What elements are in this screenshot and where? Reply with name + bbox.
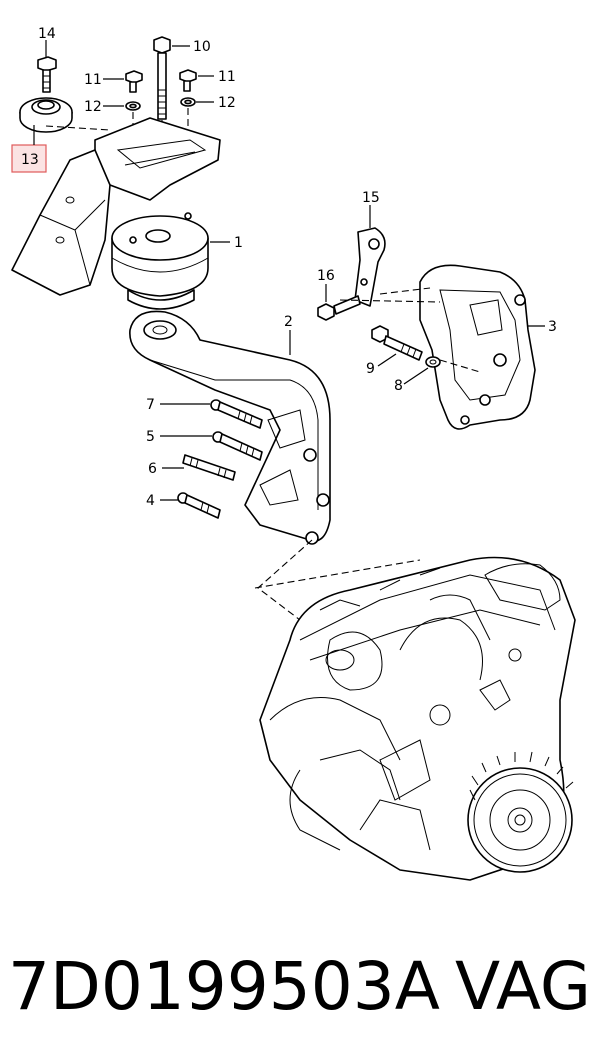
callout-13: 13: [21, 152, 39, 168]
part-8-washer: [425, 356, 441, 368]
callout-5: 5: [146, 429, 155, 445]
callout-10: 10: [193, 39, 211, 55]
part-10-long-bolt: [153, 36, 171, 120]
part-16-bolt: [317, 295, 361, 321]
callout-1: 1: [234, 235, 243, 251]
engine-support-bracket: [11, 117, 221, 296]
callout-11-right: 11: [218, 69, 236, 85]
callout-9: 9: [366, 361, 375, 377]
part-3-gearbox-bracket: [419, 264, 536, 430]
part-2-torque-arm: [129, 310, 331, 545]
callout-11-left: 11: [84, 72, 102, 88]
part-11-nut-left: [125, 70, 143, 93]
part-12-washer-left: [125, 101, 141, 111]
part-9-bolt: [371, 325, 423, 361]
part-11-nut-right: [179, 69, 197, 92]
part-13-bushing: [19, 97, 73, 133]
footer: 7D0199503A VAG: [0, 930, 600, 1057]
part-4-bolt: [177, 492, 221, 519]
callout-3: 3: [548, 319, 557, 335]
part-12-washer-right: [180, 97, 196, 107]
callout-2: 2: [284, 314, 293, 330]
brand-name: VAG: [455, 948, 592, 1025]
callout-4: 4: [146, 493, 155, 509]
part-number: 7D0199503A: [8, 948, 440, 1025]
part-1-engine-mount: [111, 212, 209, 310]
callout-8: 8: [394, 378, 403, 394]
part-6-stud: [182, 454, 236, 481]
callout-14: 14: [38, 26, 56, 42]
engine-assembly: [259, 556, 576, 881]
callout-7: 7: [146, 397, 155, 413]
callout-13-highlight: [11, 144, 47, 173]
part-15-plate: [354, 227, 386, 307]
engine-mount-exploded-diagram: 14 13 10 11 11 12 12 1 2 15 16 3 9 8 7 5…: [11, 26, 576, 881]
part-5-bolt: [212, 431, 263, 461]
callout-6: 6: [148, 461, 157, 477]
callout-12-left: 12: [84, 99, 102, 115]
callout-12-right: 12: [218, 95, 236, 111]
callout-15: 15: [362, 190, 380, 206]
part-14-bolt: [37, 56, 57, 93]
callout-16: 16: [317, 268, 335, 284]
part-7-bolt: [210, 399, 263, 429]
